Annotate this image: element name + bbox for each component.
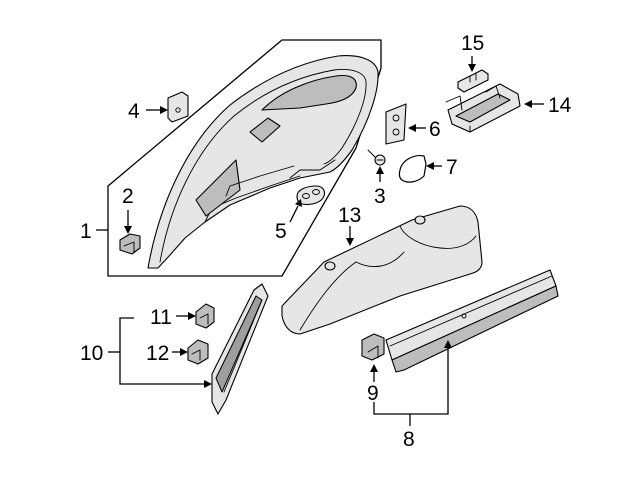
part-2-clip bbox=[119, 233, 141, 255]
callout-labels: 1 2 3 4 5 6 7 8 9 10 11 12 13 14 15 bbox=[80, 32, 572, 451]
part-12-clip bbox=[187, 339, 209, 365]
callout-2: 2 bbox=[122, 185, 134, 208]
callout-10: 10 bbox=[80, 342, 103, 365]
callout-12: 12 bbox=[146, 342, 169, 365]
part-10-side-trim-panel bbox=[211, 283, 269, 415]
callout-14: 14 bbox=[548, 94, 572, 117]
part-3-screw bbox=[367, 149, 386, 166]
part-15-bulb bbox=[457, 69, 489, 93]
leader-lines bbox=[96, 56, 544, 426]
callout-13: 13 bbox=[338, 204, 361, 227]
part-6-mounting-plate bbox=[385, 103, 407, 145]
part-7-cap bbox=[398, 155, 427, 183]
callout-9: 9 bbox=[367, 382, 379, 405]
callout-5: 5 bbox=[275, 220, 287, 243]
callout-8: 8 bbox=[403, 428, 415, 451]
callout-7: 7 bbox=[446, 156, 458, 179]
part-1-deck-lid-trim-panel bbox=[147, 55, 379, 269]
part-13-rear-shelf-panel bbox=[281, 205, 483, 335]
callout-1: 1 bbox=[80, 220, 92, 243]
part-5-grommet-plate bbox=[296, 185, 326, 206]
part-8-sill-trim bbox=[385, 269, 559, 373]
callout-6: 6 bbox=[429, 118, 441, 141]
callout-4: 4 bbox=[128, 100, 140, 123]
part-14-lamp-housing bbox=[445, 83, 521, 133]
callout-15: 15 bbox=[461, 32, 484, 55]
part-4-bracket bbox=[167, 91, 189, 123]
callout-3: 3 bbox=[374, 185, 386, 208]
callout-11: 11 bbox=[150, 306, 172, 329]
part-9-clip bbox=[361, 333, 385, 361]
part-11-clip bbox=[195, 303, 215, 329]
